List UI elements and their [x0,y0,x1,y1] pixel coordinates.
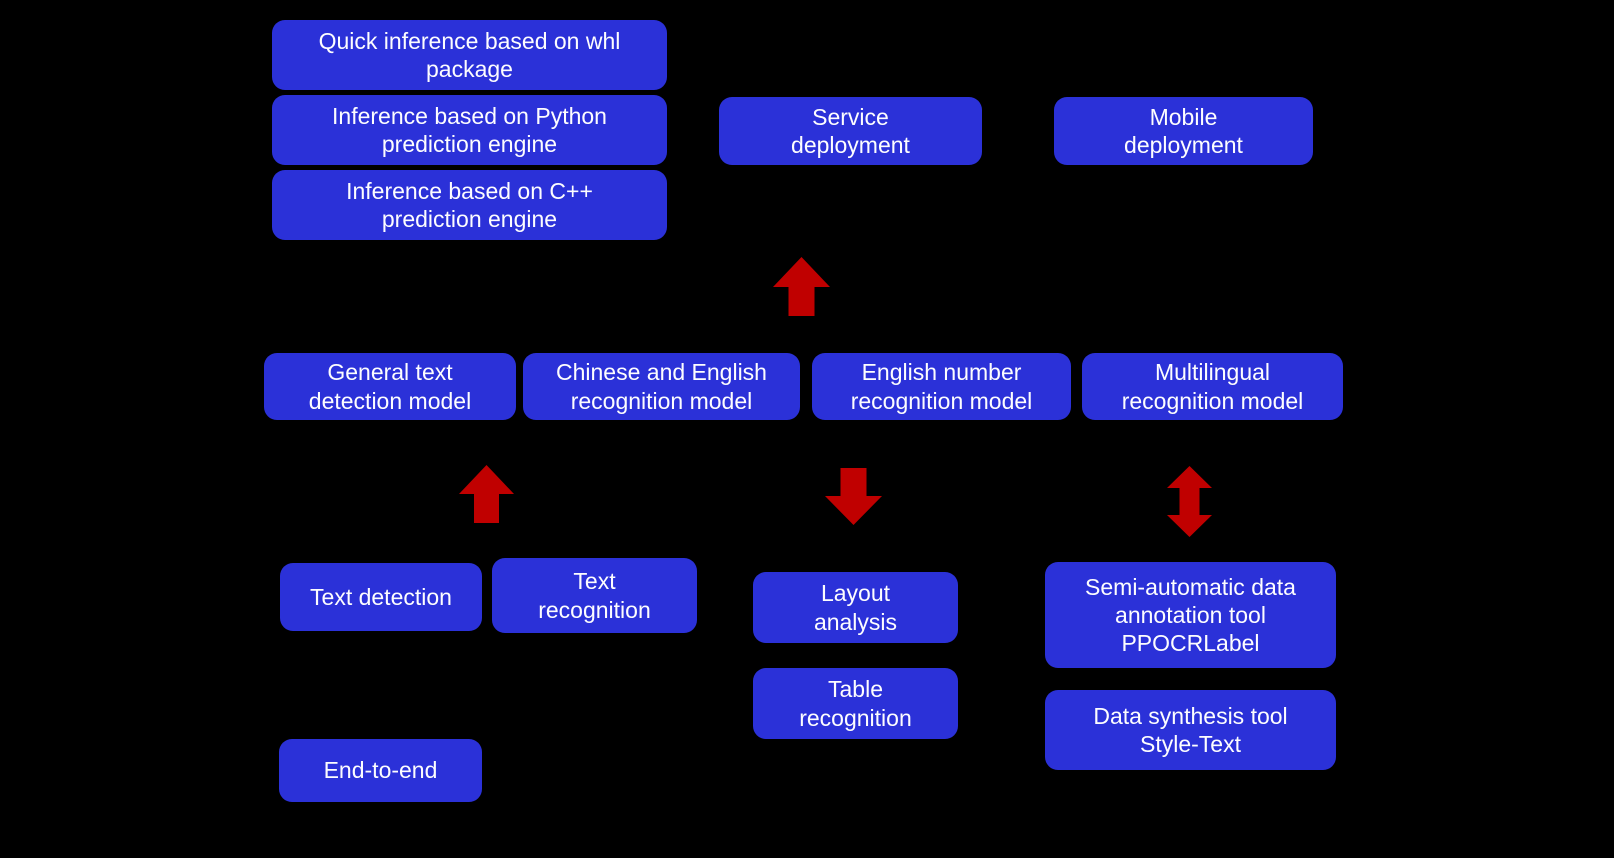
node-chinese-english-recognition-model: Chinese and English recognition model [523,353,800,420]
node-service-deployment: Service deployment [719,97,982,165]
node-end-to-end: End-to-end [279,739,482,802]
node-table-recognition: Table recognition [753,668,958,739]
node-quick-whl-inference: Quick inference based on whl package [272,20,667,90]
node-english-number-recognition-model: English number recognition model [812,353,1071,420]
node-mobile-deployment: Mobile deployment [1054,97,1313,165]
node-text-detection: Text detection [280,563,482,631]
node-python-engine-inference: Inference based on Python prediction eng… [272,95,667,165]
node-general-text-detection-model: General text detection model [264,353,516,420]
node-cpp-engine-inference: Inference based on C++ prediction engine [272,170,667,240]
layout-down-arrow-icon [825,468,882,525]
node-text-recognition: Text recognition [492,558,697,633]
node-layout-analysis: Layout analysis [753,572,958,643]
node-multilingual-recognition-model: Multilingual recognition model [1082,353,1343,420]
node-style-text-tool: Data synthesis tool Style-Text [1045,690,1336,770]
detection-up-arrow-icon [459,465,514,523]
service-up-arrow-icon [773,257,830,316]
node-ppocrlabel-tool: Semi-automatic data annotation tool PPOC… [1045,562,1336,668]
datatools-updown-arrow-icon [1167,466,1212,537]
